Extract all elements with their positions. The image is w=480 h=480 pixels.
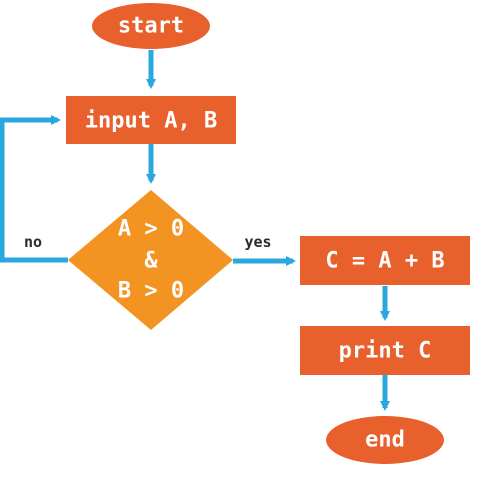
end-node: end (326, 416, 444, 464)
connectors (0, 50, 390, 411)
decision-line-2: & (144, 249, 158, 274)
decision-diamond-shape (68, 190, 233, 330)
arrow-decision-no-loop (0, 115, 68, 263)
decision-node: A > 0 & B > 0 (68, 190, 233, 330)
input-node: input A, B (66, 96, 236, 144)
start-node: start (92, 3, 210, 49)
yes-label: yes (244, 233, 271, 251)
start-terminal-shape (92, 3, 210, 49)
print-node: print C (300, 326, 470, 375)
no-label: no (24, 233, 42, 251)
end-label: end (365, 428, 405, 453)
start-label: start (118, 14, 184, 39)
print-label: print C (339, 339, 432, 364)
compute-label: C = A + B (325, 249, 444, 274)
print-process-shape (300, 326, 470, 375)
compute-process-shape (300, 236, 470, 285)
input-label: input A, B (85, 109, 217, 134)
input-process-shape (66, 96, 236, 144)
decision-line-3: B > 0 (118, 279, 184, 304)
compute-node: C = A + B (300, 236, 470, 285)
end-terminal-shape (326, 416, 444, 464)
decision-line-1: A > 0 (118, 217, 184, 242)
